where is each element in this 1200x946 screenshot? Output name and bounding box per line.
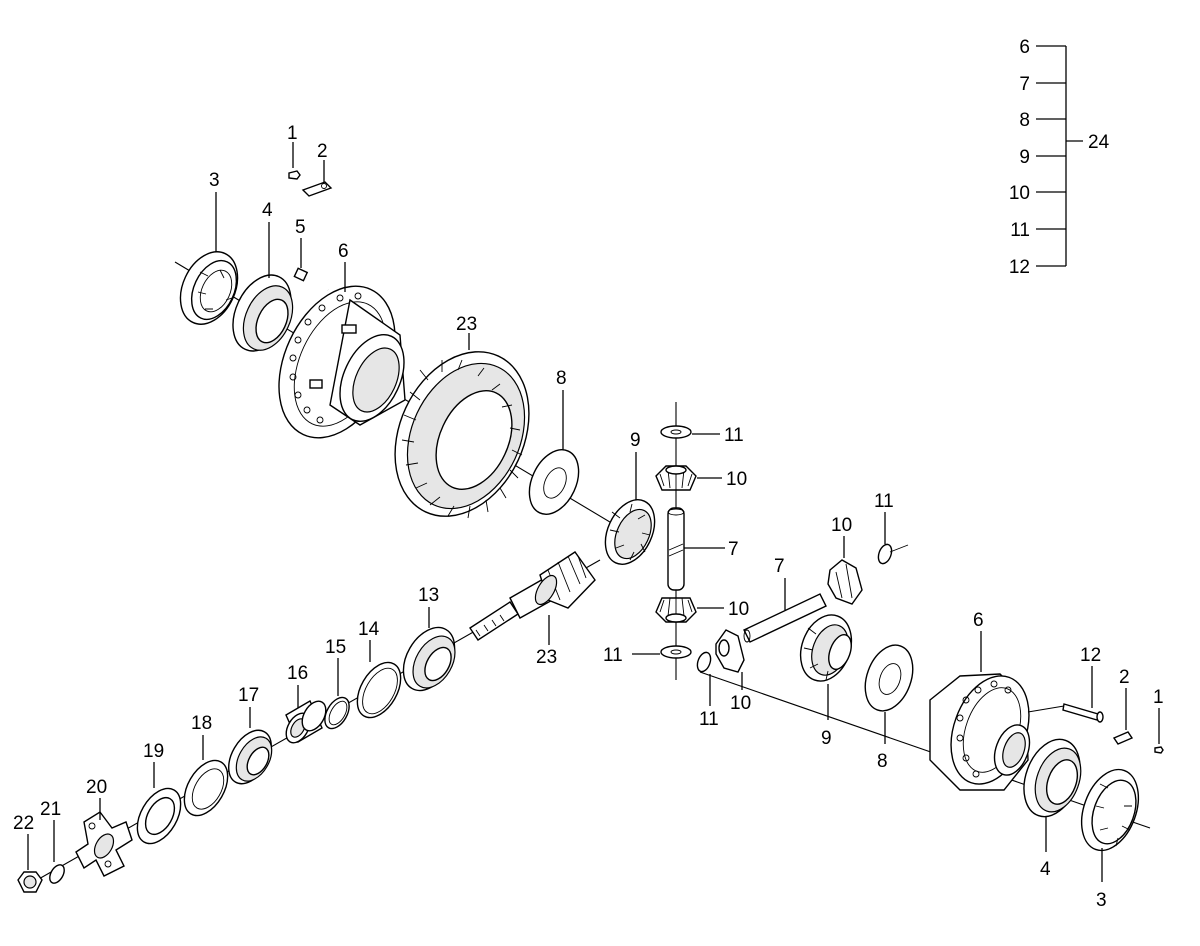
callout-6-right: 6	[973, 610, 984, 631]
callout-7-vertical: 7	[728, 539, 739, 560]
callout-1-right: 1	[1153, 687, 1164, 708]
part-1-small-screw	[288, 170, 301, 180]
part-8-thrust-washer-right	[864, 644, 914, 712]
kit-item-9: 9	[1019, 147, 1030, 168]
part-10-pinion-top	[655, 465, 697, 491]
callout-23-ring-gear: 23	[456, 314, 477, 335]
part-4-bearing-right	[1023, 738, 1082, 818]
part-13-pinion-bearing	[402, 626, 456, 692]
part-10-pinion-right-upper	[827, 559, 863, 605]
callout-13: 13	[418, 585, 439, 606]
part-3-bearing-adjuster-right	[1080, 768, 1140, 852]
part-10-pinion-right-lower	[715, 629, 745, 673]
callout-11-lower: 11	[603, 645, 623, 666]
callout-3-right: 3	[1096, 890, 1107, 911]
part-10-pinion-lower	[655, 597, 697, 623]
part-9-side-gear-right	[799, 614, 853, 682]
part-16-spacer	[285, 700, 327, 744]
part-11-washer-right-small	[696, 651, 712, 673]
part-7-cross-pin-vertical	[667, 507, 685, 591]
callout-9: 9	[630, 430, 641, 451]
callout-6: 6	[338, 241, 349, 262]
callout-2: 2	[317, 141, 328, 162]
part-18-bearing-cup	[183, 759, 229, 817]
part-23-ring-gear	[394, 351, 530, 519]
kit-item-7: 7	[1019, 74, 1030, 95]
part-14-seal-ring	[356, 661, 402, 719]
callout-21: 21	[40, 799, 61, 820]
part-2-lock-plate	[301, 181, 333, 197]
part-6-differential-case-right	[929, 673, 1031, 791]
callout-16: 16	[287, 663, 308, 684]
callout-1: 1	[287, 123, 298, 144]
callout-22: 22	[13, 813, 34, 834]
part-7-cross-pin-diagonal	[743, 593, 827, 643]
callout-10-top: 10	[726, 469, 747, 490]
part-17-pinion-bearing	[228, 729, 273, 785]
callout-9-right: 9	[821, 728, 832, 749]
callout-17: 17	[238, 685, 259, 706]
part-9-side-gear-upper	[604, 499, 656, 565]
callout-11-right-upper: 11	[874, 491, 894, 512]
callout-3: 3	[209, 170, 220, 191]
callout-12: 12	[1080, 645, 1101, 666]
callout-4: 4	[262, 200, 273, 221]
part-1-screw-right	[1154, 746, 1164, 754]
callout-15: 15	[325, 637, 346, 658]
callout-10-lower-right: 10	[730, 693, 751, 714]
kit-item-11: 11	[1010, 220, 1030, 241]
callout-11-lower-right: 11	[699, 709, 719, 730]
callout-20: 20	[86, 777, 107, 798]
callout-5: 5	[295, 217, 306, 238]
callout-10-lower: 10	[728, 599, 749, 620]
part-21-o-ring	[49, 864, 65, 884]
callout-10-right-upper: 10	[831, 515, 852, 536]
callout-8-right: 8	[877, 751, 888, 772]
kit-label-24: 24	[1088, 132, 1110, 153]
part-15-shim	[324, 696, 350, 730]
callout-14: 14	[358, 619, 380, 640]
part-23-drive-pinion	[469, 551, 596, 641]
callout-8: 8	[556, 368, 567, 389]
part-3-bearing-adjuster-upper	[179, 251, 239, 325]
part-6-differential-case-upper	[278, 285, 406, 439]
kit-item-12: 12	[1009, 257, 1030, 278]
kit-item-10: 10	[1009, 183, 1030, 204]
part-5-bolt	[293, 267, 329, 292]
callout-2-right: 2	[1119, 667, 1130, 688]
part-11-washer-right-upper	[877, 543, 909, 565]
kit-item-8: 8	[1019, 110, 1030, 131]
callout-7-diagonal: 7	[774, 556, 785, 577]
part-2-lock-plate-right	[1112, 731, 1134, 745]
callout-18: 18	[191, 713, 212, 734]
right-axis-line	[699, 671, 1151, 829]
part-20-yoke	[75, 811, 133, 877]
callout-23-drive-pinion: 23	[536, 647, 557, 668]
part-11-washer-top	[660, 425, 692, 439]
callout-19: 19	[143, 741, 164, 762]
callout-11-top: 11	[724, 425, 744, 446]
part-4-bearing-upper	[232, 274, 294, 352]
part-19-oil-seal	[136, 787, 182, 845]
part-12-bolt	[1027, 703, 1104, 723]
part-22-pinion-nut	[17, 871, 43, 893]
kit-bracket: 6 7 8 9 10 11 12 24	[1009, 37, 1110, 278]
part-8-thrust-washer-upper	[528, 449, 580, 515]
part-11-washer-lower	[660, 645, 692, 659]
kit-item-6: 6	[1019, 37, 1030, 58]
callout-4-right: 4	[1040, 859, 1051, 880]
